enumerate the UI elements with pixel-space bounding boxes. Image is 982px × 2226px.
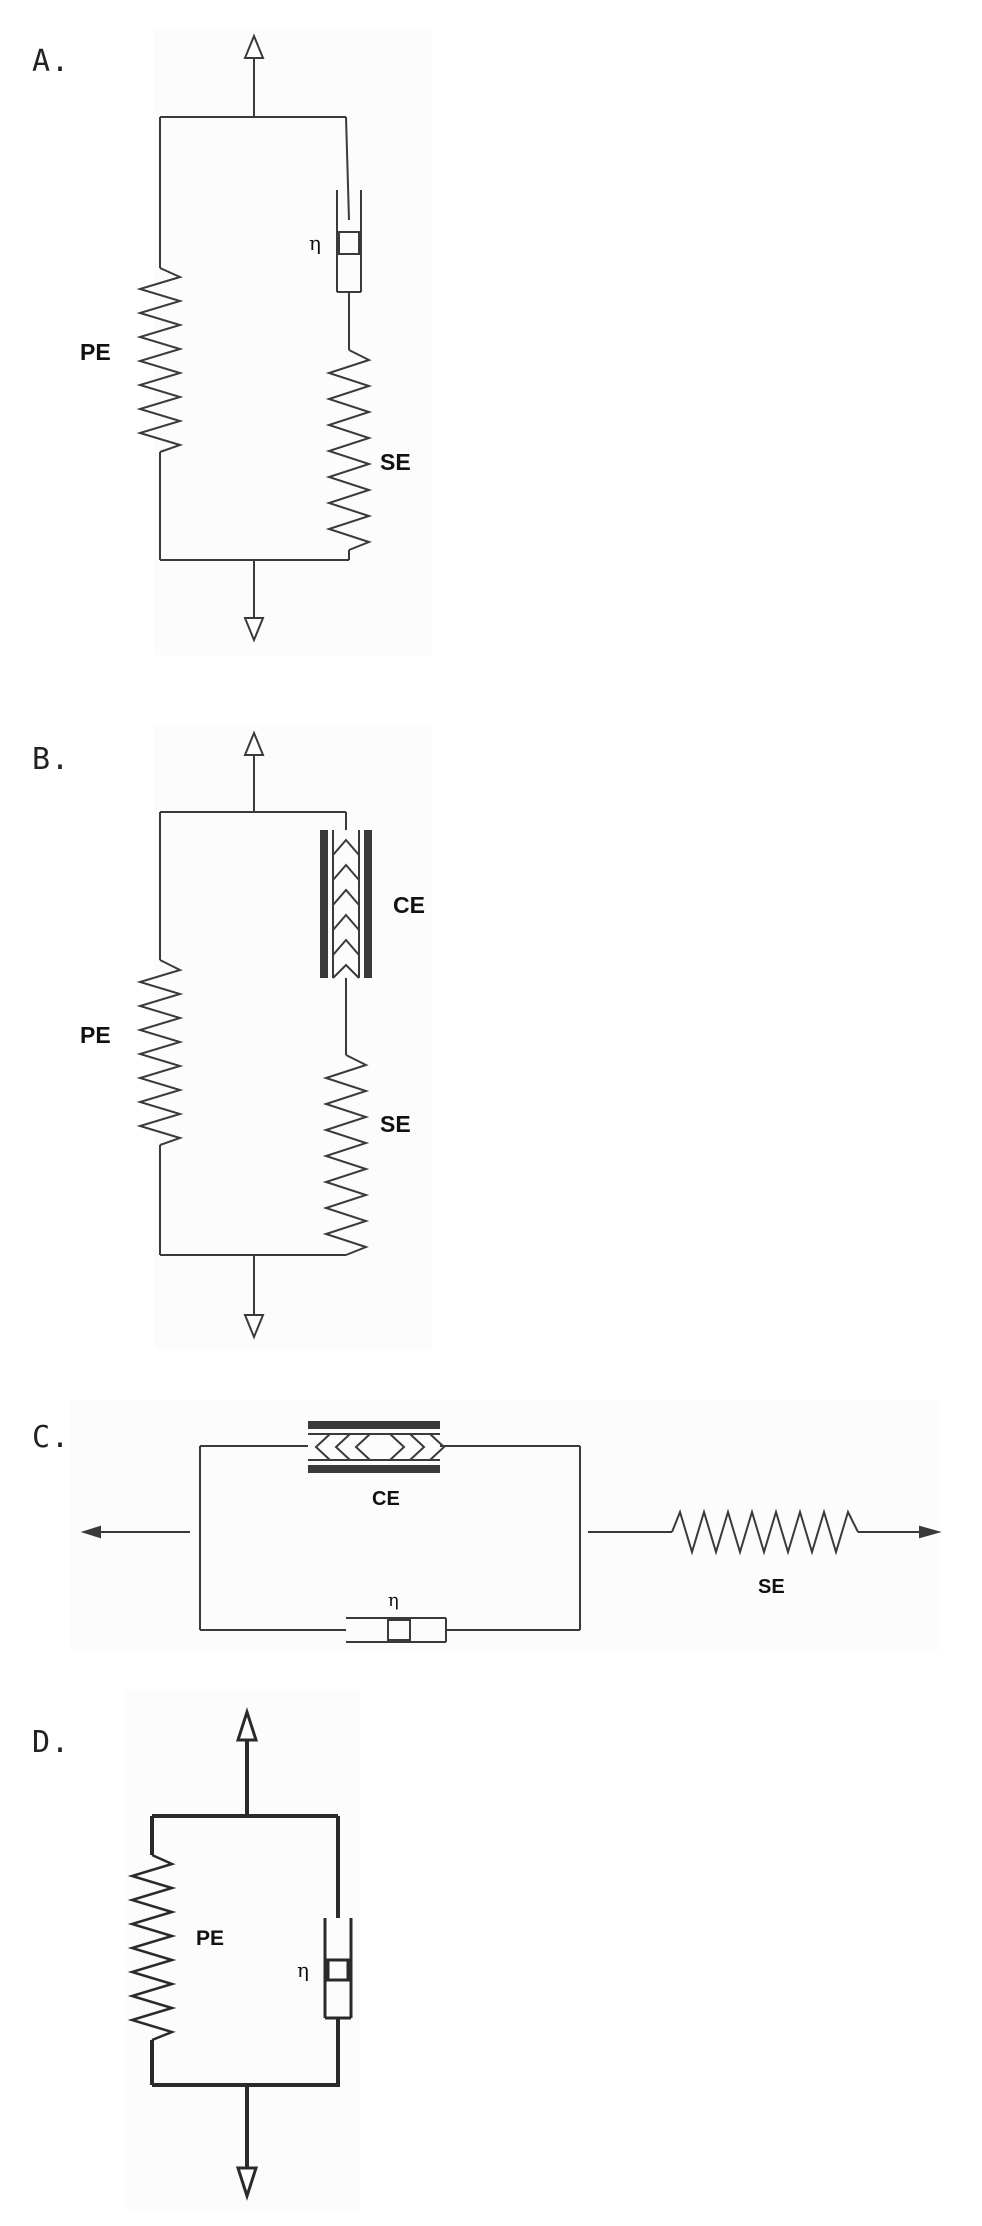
top-force-arrowhead xyxy=(235,1707,259,1742)
bottom-force-arrowhead xyxy=(235,2166,259,2201)
parallel-spring xyxy=(136,959,184,1146)
panel-c-background xyxy=(70,1400,940,1650)
contractile-element xyxy=(320,830,372,979)
panel-c-diagram xyxy=(80,1421,942,1643)
left-force-arrowhead xyxy=(80,1525,101,1539)
panel-b-diagram xyxy=(136,730,372,1340)
se-label: SE xyxy=(758,1576,785,1598)
eta-label: η xyxy=(297,1958,309,1982)
eta-label: η xyxy=(388,1590,399,1611)
right-wire-upper xyxy=(345,116,350,221)
parallel-spring xyxy=(136,267,184,453)
parallel-spring xyxy=(127,1853,177,2042)
pe-label: PE xyxy=(80,339,111,365)
pe-label: PE xyxy=(80,1022,111,1048)
right-force-arrowhead xyxy=(919,1525,942,1539)
panel-d-background xyxy=(125,1690,360,2210)
panel-c-letter: C. xyxy=(32,1420,71,1455)
ce-label: CE xyxy=(372,1488,400,1510)
top-force-arrowhead xyxy=(243,730,265,756)
series-spring xyxy=(322,1054,370,1256)
panel-d-letter: D. xyxy=(32,1725,71,1760)
series-spring xyxy=(325,349,373,551)
panel-a-background xyxy=(154,30,432,655)
series-spring xyxy=(671,1508,859,1556)
se-label: SE xyxy=(380,1111,411,1137)
pe-label: PE xyxy=(196,1927,224,1950)
dashpot xyxy=(323,1918,353,2020)
panel-d-diagram xyxy=(127,1707,353,2201)
eta-label: η xyxy=(309,231,321,255)
contractile-element xyxy=(308,1421,446,1473)
bottom-force-arrowhead xyxy=(243,1314,265,1340)
panel-a-diagram xyxy=(136,33,373,643)
panel-b-letter: B. xyxy=(32,742,71,777)
top-force-arrowhead xyxy=(243,33,265,59)
panel-b-background xyxy=(154,725,432,1350)
ce-label: CE xyxy=(393,892,425,918)
panel-a-letter: A. xyxy=(32,44,71,79)
bottom-force-arrowhead xyxy=(243,617,265,643)
se-label: SE xyxy=(380,449,411,475)
dashpot xyxy=(346,1617,447,1643)
